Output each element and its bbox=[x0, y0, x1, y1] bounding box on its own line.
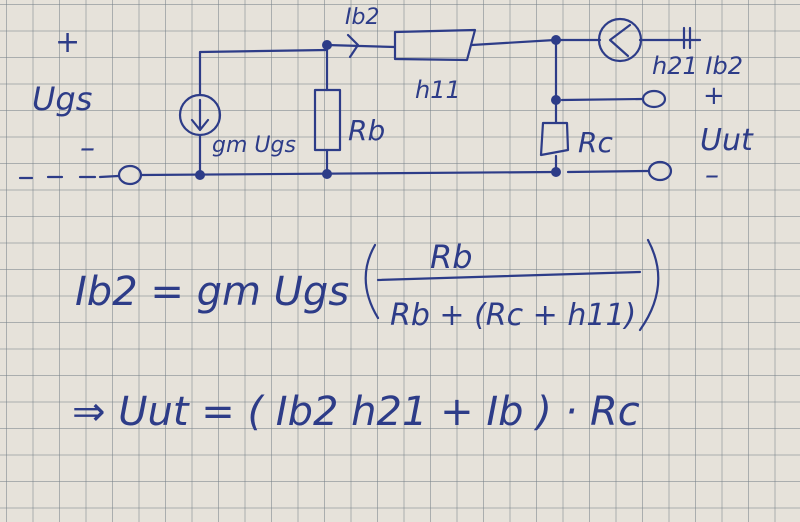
rb-resistor bbox=[313, 88, 342, 152]
current-source-label: gm Ugs bbox=[212, 133, 296, 158]
h21-wire bbox=[554, 26, 702, 50]
dashed-ground bbox=[18, 174, 120, 180]
output-plus: + bbox=[703, 81, 725, 111]
ib2-wire bbox=[325, 33, 397, 59]
output-wire bbox=[560, 97, 645, 102]
arrow-down-icon bbox=[190, 98, 210, 132]
fraction-bar bbox=[376, 270, 642, 282]
rc-label: Rc bbox=[578, 126, 613, 159]
input-terminal bbox=[117, 164, 143, 186]
wire bbox=[470, 38, 557, 47]
equation-1-numerator: Rb bbox=[430, 238, 473, 276]
ib2-label: Ib2 bbox=[345, 5, 379, 30]
equation-2: ⇒ Uut = ( Ib2 h21 + Ib ) · Rc bbox=[72, 389, 640, 435]
current-source-icon bbox=[178, 93, 222, 137]
arrow-left-icon bbox=[608, 23, 632, 58]
h21-source-label: h21 Ib2 bbox=[652, 52, 743, 80]
output-terminal-minus bbox=[647, 160, 673, 182]
node bbox=[551, 95, 561, 105]
input-minus: – bbox=[80, 131, 95, 166]
equation-1-denominator: Rb + (Rc + h11) bbox=[390, 298, 636, 333]
equation-1-lhs: Ib2 = gm Ugs bbox=[75, 269, 349, 315]
left-paren bbox=[364, 243, 380, 320]
rc-resistor bbox=[539, 121, 570, 157]
rb-label: Rb bbox=[348, 114, 385, 147]
h11-element bbox=[393, 28, 477, 62]
output-terminal-plus bbox=[641, 89, 667, 109]
h21-source-icon bbox=[597, 17, 643, 63]
source-branch-wire bbox=[198, 48, 329, 177]
ground-wire bbox=[139, 170, 557, 177]
output-voltage-label: Uut bbox=[700, 123, 754, 158]
output-minus: – bbox=[705, 158, 719, 191]
right-paren bbox=[638, 238, 660, 332]
output-ground-wire bbox=[566, 169, 650, 174]
input-voltage-label: Ugs bbox=[32, 80, 92, 118]
input-plus: + bbox=[55, 25, 80, 60]
h11-label: h11 bbox=[415, 76, 461, 104]
